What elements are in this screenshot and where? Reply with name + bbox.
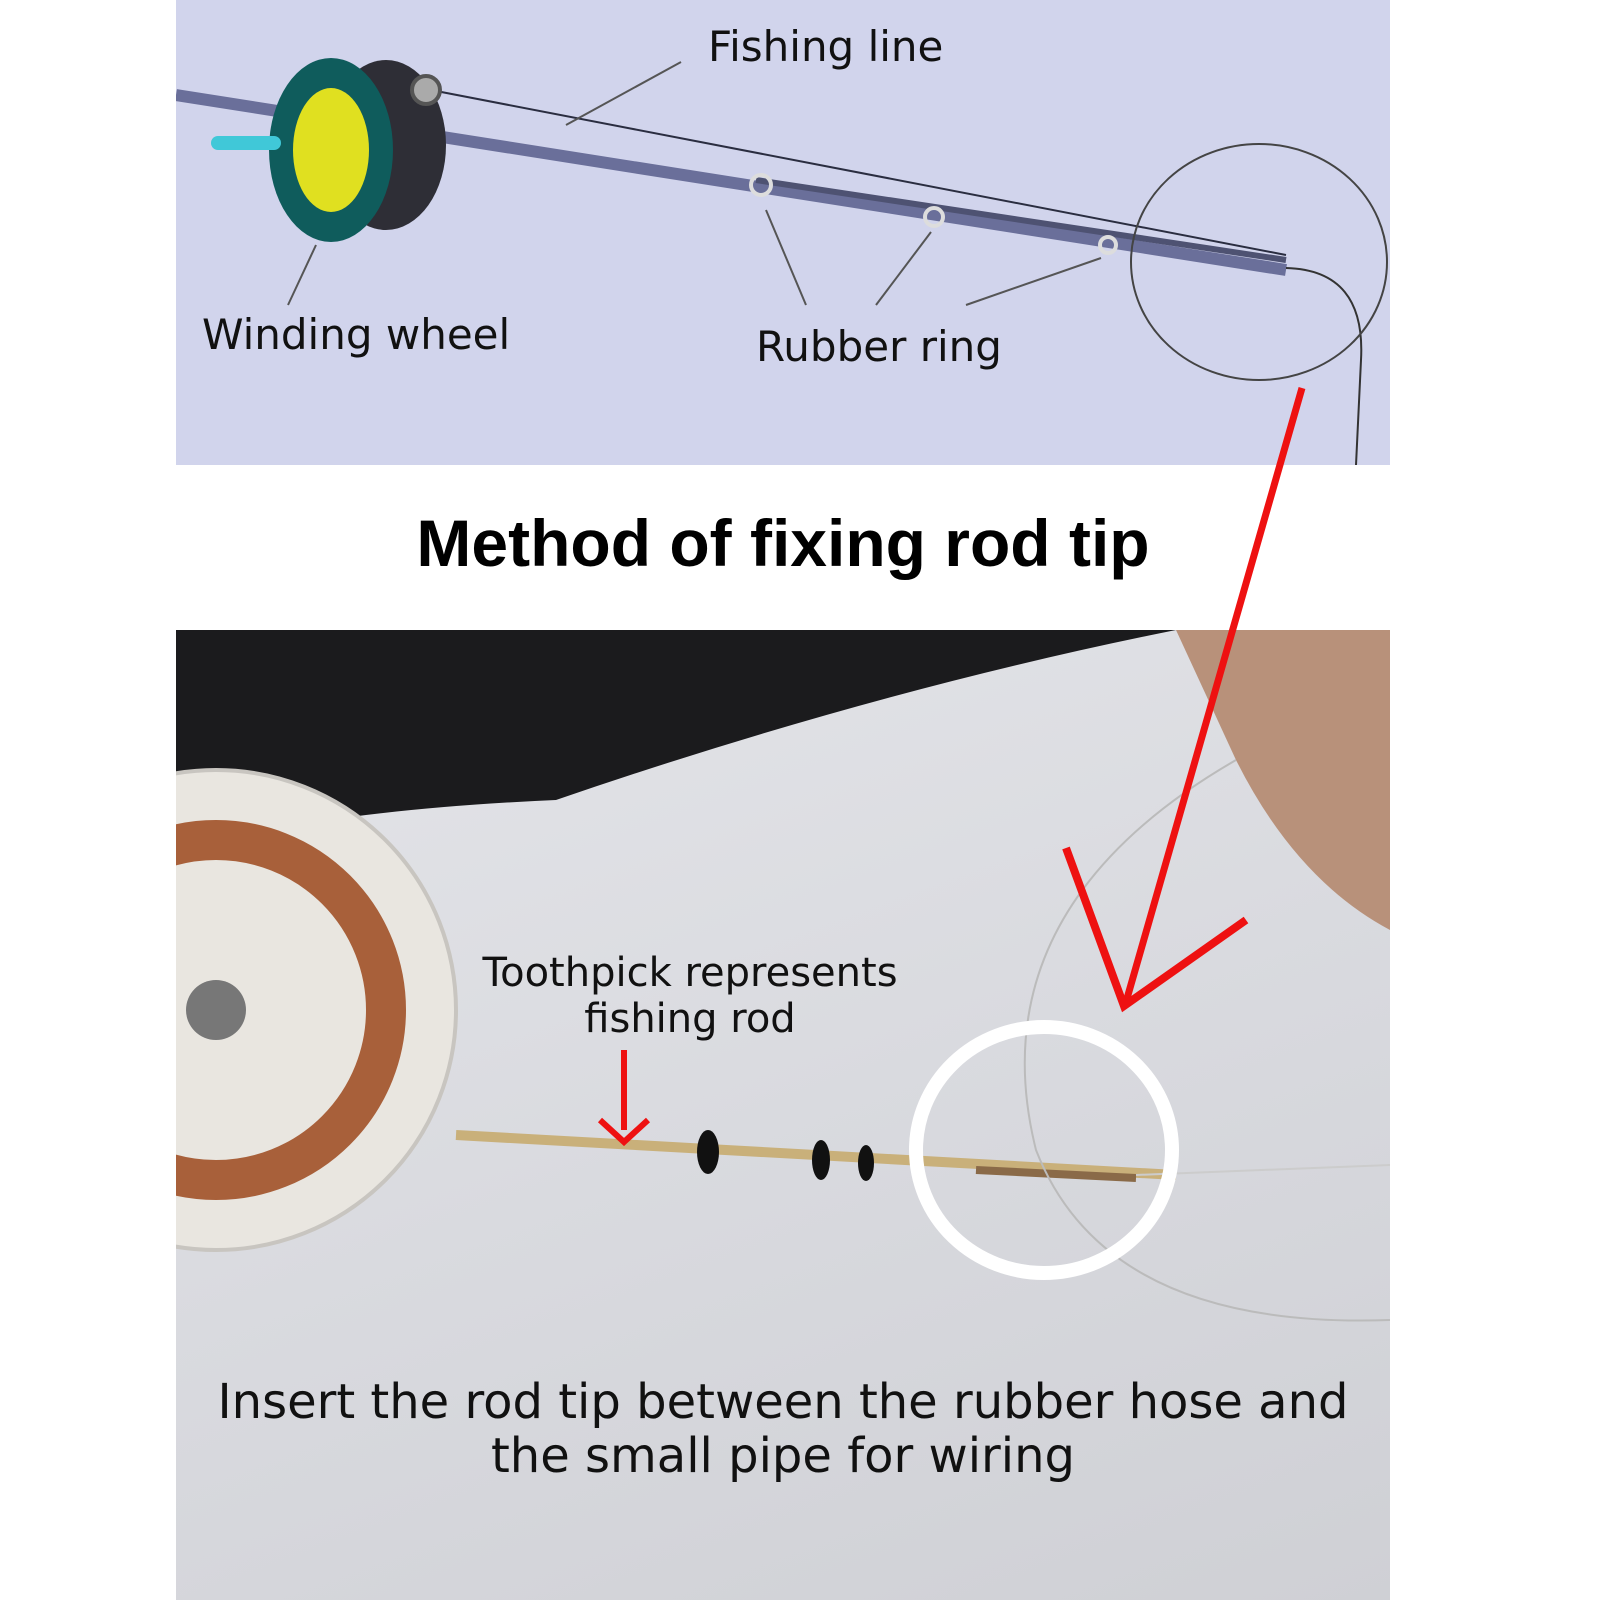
rubber-ring-icon [858,1145,874,1181]
highlight-circle [1130,143,1388,381]
rod-diagram [176,58,1388,465]
fishing-line-drawn [430,89,1287,256]
rubber-ring-icon [697,1130,719,1174]
label-winding-wheel: Winding wheel [202,310,511,359]
rubber-ring-icon [923,206,945,228]
highlight-circle [909,1020,1179,1280]
page-title: Method of fixing rod tip [416,506,1150,580]
hand [1176,630,1390,930]
spool-icon [176,768,458,1252]
rubber-ring-icon [812,1140,830,1180]
label-toothpick: Toothpick represents fishing rod [482,950,898,1042]
diagram-panel: Fishing line Winding wheel Rubber ring [176,0,1390,465]
rubber-ring-icon [749,173,773,197]
leather-surface [176,630,1176,850]
rubber-ring-icon [1098,235,1118,255]
label-rubber-ring: Rubber ring [756,322,1002,371]
label-fishing-line: Fishing line [708,22,944,71]
instruction-caption: Insert the rod tip between the rubber ho… [217,1374,1349,1484]
